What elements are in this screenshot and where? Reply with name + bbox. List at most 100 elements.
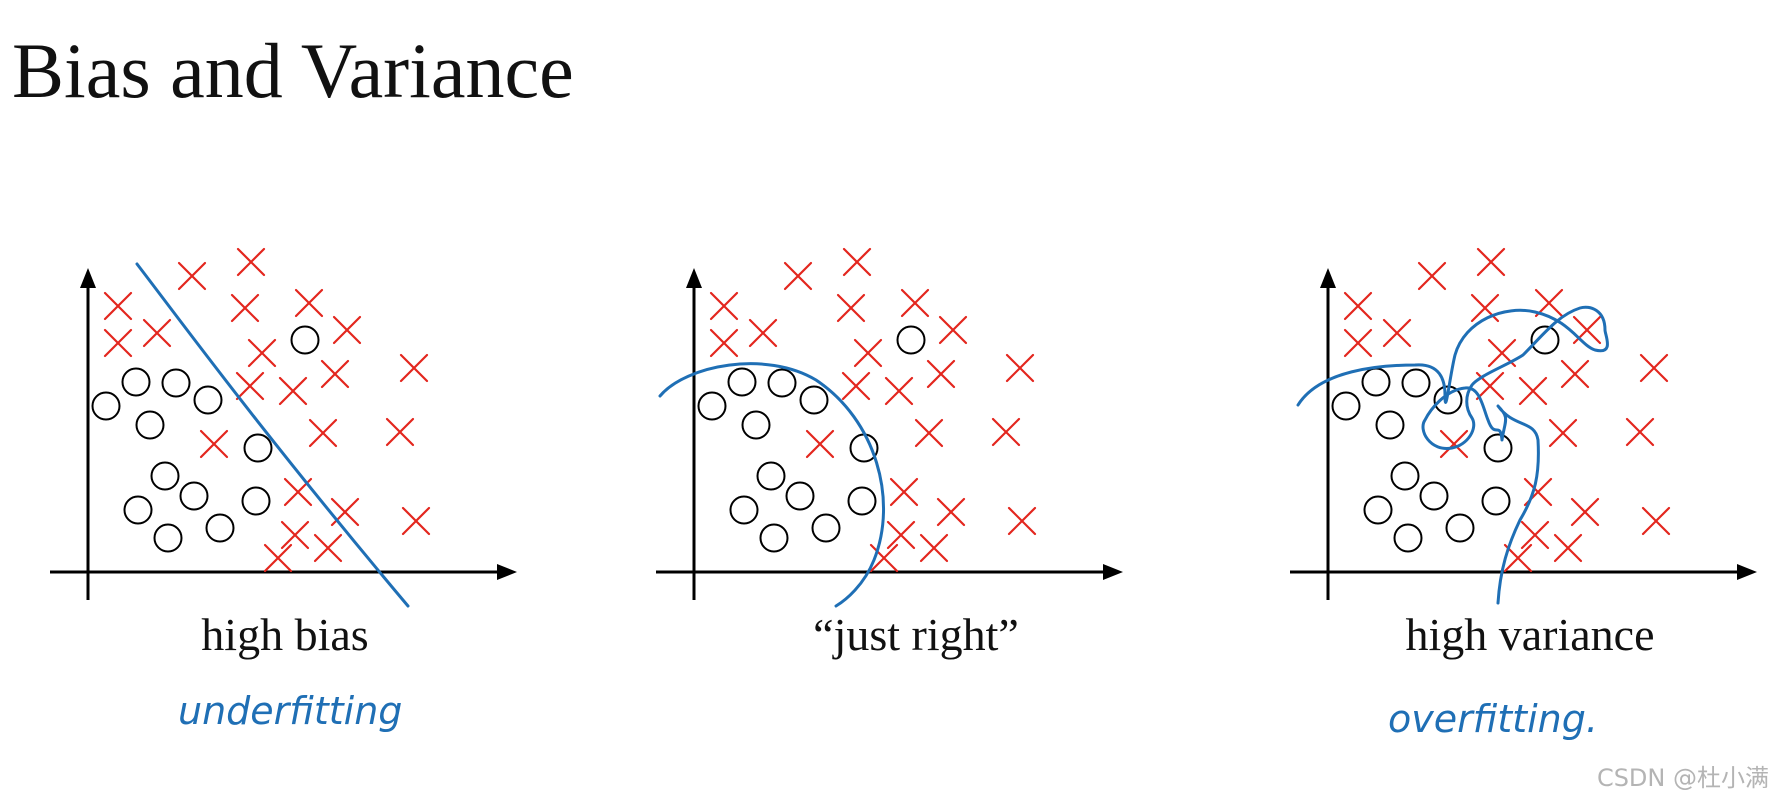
cross-marker (889, 477, 919, 507)
circle-marker (727, 367, 757, 397)
cross-marker (1553, 533, 1583, 563)
circle-marker (205, 513, 235, 543)
cross-marker (142, 318, 172, 348)
panel-label-just-right: “just right” (813, 609, 1019, 660)
circle-marker (767, 368, 797, 398)
cross-marker (1382, 318, 1412, 348)
circle-marker (729, 495, 759, 525)
cross-marker (836, 293, 866, 323)
cross-marker (853, 338, 883, 368)
negative-examples (91, 325, 320, 553)
circle-marker (1483, 433, 1513, 463)
negative-examples (697, 325, 926, 553)
circle-marker (697, 391, 727, 421)
cross-marker (1560, 359, 1590, 389)
cross-marker (1548, 418, 1578, 448)
cross-marker (278, 376, 308, 406)
cross-marker (748, 318, 778, 348)
cross-marker (1439, 429, 1469, 459)
circle-marker (1375, 410, 1405, 440)
cross-marker (247, 338, 277, 368)
page-title: Bias and Variance (12, 27, 574, 114)
handwritten-note-underfitting: underfitting (178, 689, 402, 733)
panel-label-high-variance: high variance (1405, 609, 1654, 660)
cross-marker (385, 417, 415, 447)
circle-marker (1530, 325, 1560, 355)
circle-marker (290, 325, 320, 355)
cross-marker (399, 353, 429, 383)
axes (50, 268, 517, 600)
circle-marker (1363, 495, 1393, 525)
panel-label-high-bias: high bias (201, 609, 368, 660)
cross-marker (1470, 293, 1500, 323)
axes (656, 268, 1123, 600)
positive-examples (709, 247, 1037, 573)
cross-marker (842, 247, 872, 277)
cross-marker (263, 543, 293, 573)
circle-marker (121, 367, 151, 397)
cross-marker (709, 291, 739, 321)
cross-marker (900, 288, 930, 318)
circle-marker (1445, 513, 1475, 543)
watermark: CSDN @杜小满 (1596, 764, 1769, 792)
cross-marker (805, 429, 835, 459)
circle-marker (1361, 367, 1391, 397)
circle-marker (1331, 391, 1361, 421)
cross-marker (991, 417, 1021, 447)
circle-marker (123, 495, 153, 525)
cross-marker (1625, 417, 1655, 447)
circle-marker (241, 486, 271, 516)
cross-marker (313, 533, 343, 563)
cross-marker (320, 359, 350, 389)
circle-marker (135, 410, 165, 440)
negative-examples (1331, 325, 1560, 553)
cross-marker (401, 506, 431, 536)
cross-marker (914, 418, 944, 448)
positive-examples (1343, 247, 1671, 573)
cross-marker (1007, 506, 1037, 536)
cross-marker (103, 328, 133, 358)
cross-marker (308, 418, 338, 448)
circle-marker (756, 461, 786, 491)
cross-marker (1639, 353, 1669, 383)
cross-marker (1570, 497, 1600, 527)
cross-marker (236, 247, 266, 277)
cross-marker (938, 315, 968, 345)
cross-marker (1518, 376, 1548, 406)
axes (1290, 268, 1757, 600)
cross-marker (1343, 291, 1373, 321)
circle-marker (243, 433, 273, 463)
cross-marker (1005, 353, 1035, 383)
cross-marker (1534, 288, 1564, 318)
cross-marker (1520, 520, 1550, 550)
cross-marker (841, 371, 871, 401)
cross-marker (1343, 328, 1373, 358)
cross-marker (103, 291, 133, 321)
cross-marker (869, 543, 899, 573)
circle-marker (150, 461, 180, 491)
circle-marker (1481, 486, 1511, 516)
circle-marker (161, 368, 191, 398)
circle-marker (847, 486, 877, 516)
cross-marker (783, 261, 813, 291)
panel-high-variance: high variance overfitting. (1290, 247, 1757, 741)
circle-marker (759, 523, 789, 553)
decision-boundary-line (135, 262, 410, 608)
panel-high-bias: high bias underfitting (50, 247, 517, 733)
cross-marker (280, 520, 310, 550)
circle-marker (896, 325, 926, 355)
cross-marker (1476, 247, 1506, 277)
circle-marker (153, 523, 183, 553)
circle-marker (193, 385, 223, 415)
circle-marker (1393, 523, 1423, 553)
cross-marker (177, 261, 207, 291)
cross-marker (199, 429, 229, 459)
cross-marker (709, 328, 739, 358)
circle-marker (1401, 368, 1431, 398)
cross-marker (230, 293, 260, 323)
circle-marker (799, 385, 829, 415)
cross-marker (919, 533, 949, 563)
circle-marker (1419, 481, 1449, 511)
circle-marker (91, 391, 121, 421)
